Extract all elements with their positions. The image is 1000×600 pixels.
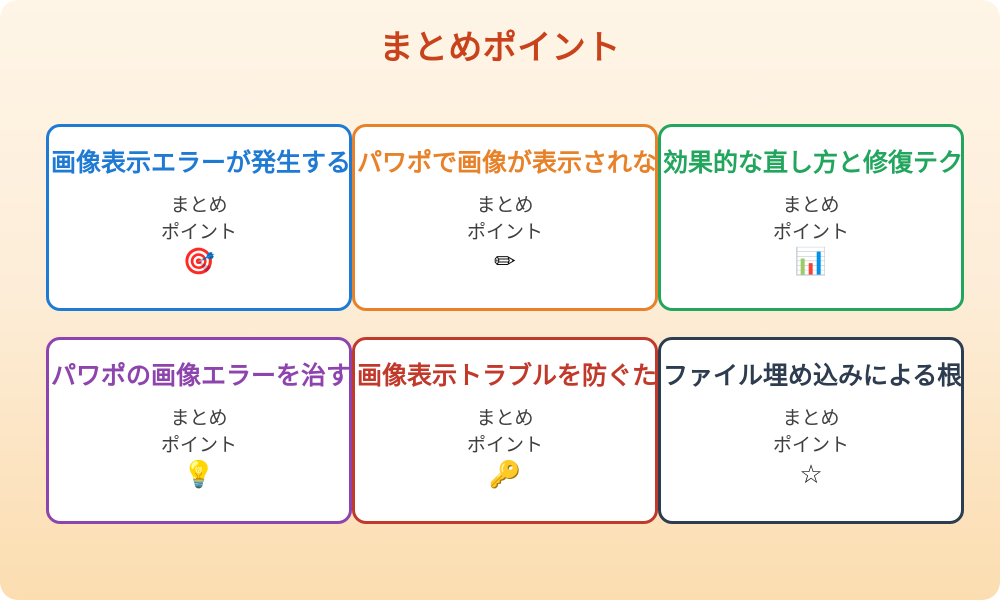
- summary-card-body: まとめ ポイント: [160, 406, 237, 457]
- summary-card-body: まとめ ポイント: [772, 406, 849, 457]
- summary-card[interactable]: ファイル埋め込みによる根 まとめ ポイント ☆: [658, 337, 964, 524]
- summary-card-grid: 画像表示エラーが発生する まとめ ポイント 🎯 パワポで画像が表示されな まとめ…: [46, 124, 964, 524]
- summary-card[interactable]: 効果的な直し方と修復テク まとめ ポイント 📊: [658, 124, 964, 311]
- summary-card-title: 効果的な直し方と修復テク: [663, 149, 961, 177]
- pencil-icon: ✏: [494, 246, 516, 277]
- key-icon: 🔑: [488, 459, 522, 490]
- summary-card[interactable]: 画像表示トラブルを防ぐた まとめ ポイント 🔑: [352, 337, 658, 524]
- summary-card-title: パワポの画像エラーを治す: [51, 362, 349, 390]
- summary-card-body: まとめ ポイント: [466, 406, 543, 457]
- summary-card[interactable]: パワポで画像が表示されな まとめ ポイント ✏: [352, 124, 658, 311]
- page-title: まとめポイント: [379, 28, 621, 68]
- dart-target-icon: 🎯: [182, 246, 216, 277]
- star-icon: ☆: [799, 459, 823, 490]
- summary-card-title: ファイル埋め込みによる根: [663, 362, 961, 390]
- summary-card[interactable]: 画像表示エラーが発生する まとめ ポイント 🎯: [46, 124, 352, 311]
- summary-card-body: まとめ ポイント: [772, 193, 849, 244]
- summary-card-title: パワポで画像が表示されな: [357, 149, 655, 177]
- summary-card-title: 画像表示エラーが発生する: [51, 149, 349, 177]
- summary-card[interactable]: パワポの画像エラーを治す まとめ ポイント 💡: [46, 337, 352, 524]
- bar-chart-icon: 📊: [794, 246, 828, 277]
- summary-card-title: 画像表示トラブルを防ぐた: [357, 362, 655, 390]
- summary-card-body: まとめ ポイント: [160, 193, 237, 244]
- lightbulb-icon: 💡: [182, 459, 216, 490]
- summary-card-body: まとめ ポイント: [466, 193, 543, 244]
